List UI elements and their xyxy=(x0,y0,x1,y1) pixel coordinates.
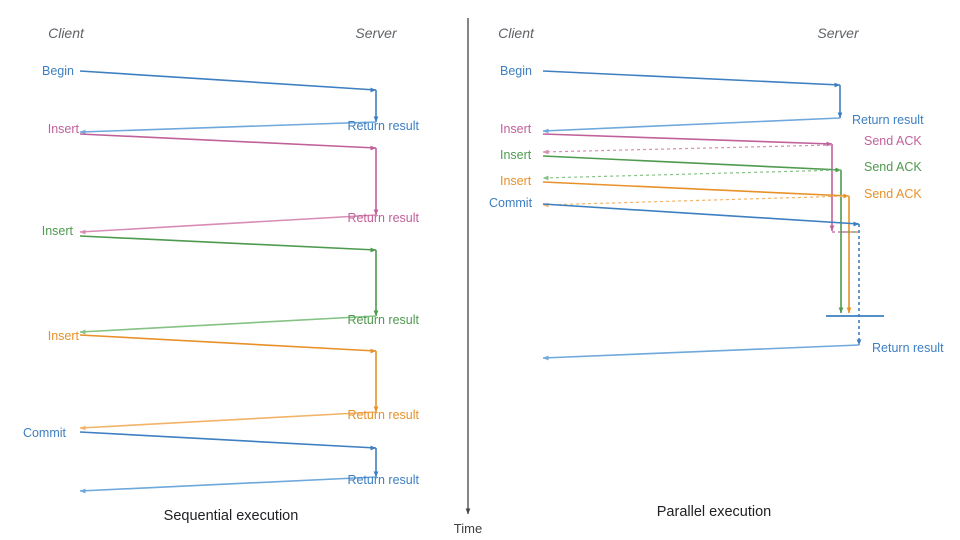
message-label-return-result: Return result xyxy=(347,473,419,487)
message-arrow-sequential-7 xyxy=(79,411,377,431)
message-arrow-parallel-3 xyxy=(542,144,833,155)
message-arrow-sequential-5 xyxy=(79,315,377,335)
message-arrow-parallel-7 xyxy=(542,195,850,208)
client-lifeline-header: Client xyxy=(498,25,535,41)
message-arrow-parallel-1 xyxy=(542,117,841,134)
message-arrow-parallel-4 xyxy=(542,155,842,173)
message-label-insert: Insert xyxy=(500,122,532,136)
message-label-begin: Begin xyxy=(500,64,532,78)
message-arrow-parallel-9 xyxy=(542,344,860,361)
message-label-return-result: Return result xyxy=(347,313,419,327)
message-arrow-parallel-0 xyxy=(542,70,841,88)
message-label-insert: Insert xyxy=(48,122,80,136)
server-lifeline-header: Server xyxy=(355,25,398,41)
message-label-commit: Commit xyxy=(23,426,67,440)
message-arrow-sequential-6 xyxy=(79,334,377,354)
message-label-send-ack: Send ACK xyxy=(864,134,922,148)
message-arrow-sequential-1 xyxy=(79,121,377,135)
message-arrow-sequential-8 xyxy=(79,431,377,451)
message-label-insert: Insert xyxy=(500,148,532,162)
message-arrow-parallel-5 xyxy=(542,169,842,181)
message-label-commit: Commit xyxy=(489,196,533,210)
message-label-return-result: Return result xyxy=(872,341,944,355)
message-arrow-sequential-3 xyxy=(79,214,377,235)
message-arrow-sequential-0 xyxy=(79,70,377,93)
message-label-insert: Insert xyxy=(48,329,80,343)
message-label-return-result: Return result xyxy=(347,408,419,422)
message-arrow-parallel-6 xyxy=(542,181,850,199)
panel-caption-parallel: Parallel execution xyxy=(657,504,771,520)
message-arrow-parallel-2 xyxy=(542,133,833,147)
message-label-insert: Insert xyxy=(42,224,74,238)
message-arrow-parallel-8 xyxy=(542,203,860,227)
message-arrow-sequential-4 xyxy=(79,235,377,253)
time-axis-label: Time xyxy=(454,521,482,536)
message-label-return-result: Return result xyxy=(852,113,924,127)
client-lifeline-header: Client xyxy=(48,25,85,41)
server-lifeline-header: Server xyxy=(817,25,860,41)
message-label-return-result: Return result xyxy=(347,119,419,133)
message-arrow-sequential-9 xyxy=(79,476,377,494)
message-label-send-ack: Send ACK xyxy=(864,160,922,174)
message-label-insert: Insert xyxy=(500,174,532,188)
message-label-return-result: Return result xyxy=(347,211,419,225)
message-label-send-ack: Send ACK xyxy=(864,187,922,201)
message-arrow-sequential-2 xyxy=(79,133,377,151)
time-axis: Time xyxy=(454,18,482,536)
panel-caption-sequential: Sequential execution xyxy=(164,508,299,524)
message-label-begin: Begin xyxy=(42,64,74,78)
